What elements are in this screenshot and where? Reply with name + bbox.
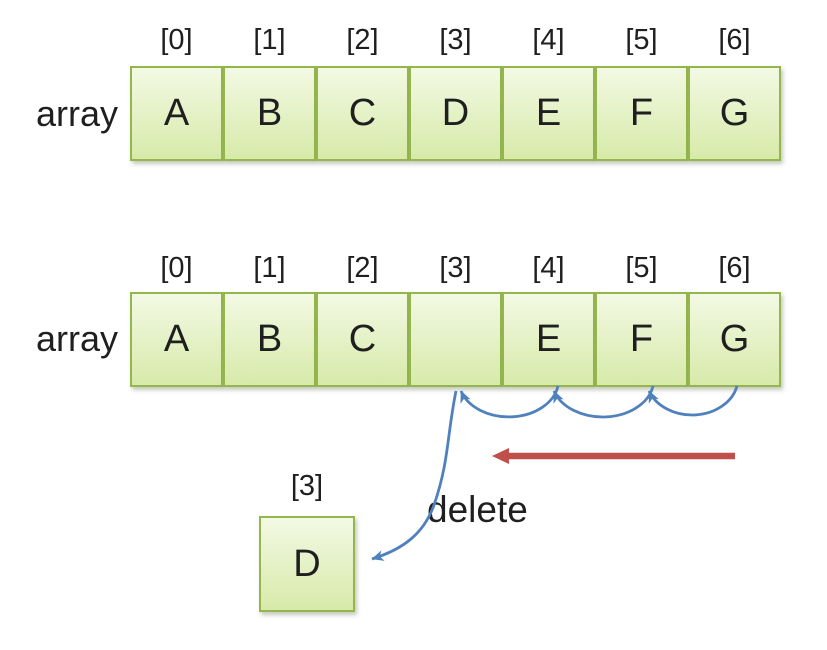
array-cell-value: C bbox=[348, 92, 377, 134]
index-label: [3] bbox=[439, 252, 472, 284]
array-cell: F bbox=[595, 66, 688, 161]
array-cell: C bbox=[316, 66, 409, 161]
array-cell-value: F bbox=[629, 92, 654, 134]
index-label: [0] bbox=[160, 252, 193, 284]
array-row-before: A B C D E F G bbox=[130, 66, 781, 161]
array-cell: A bbox=[130, 292, 223, 387]
shift-arrow-g-to-f bbox=[647, 385, 739, 417]
index-label: [3] bbox=[439, 24, 472, 56]
index-label: [1] bbox=[253, 24, 286, 56]
deleted-cell-index-label: [3] bbox=[290, 470, 324, 502]
array-cell-value: D bbox=[441, 92, 470, 134]
delete-arrow bbox=[371, 390, 458, 561]
array-cell-value: E bbox=[535, 92, 562, 134]
array-cell-value: G bbox=[719, 318, 750, 360]
array-cell-value: A bbox=[163, 92, 190, 134]
shift-arrow-e-to-3 bbox=[459, 385, 560, 419]
array-cell-value: G bbox=[719, 92, 750, 134]
array-label-before: array bbox=[35, 93, 118, 134]
array-cell: B bbox=[223, 66, 316, 161]
deleted-cell: D bbox=[259, 516, 355, 612]
deleted-cell-value: D bbox=[293, 542, 321, 585]
index-label: [0] bbox=[160, 24, 193, 56]
array-cell: F bbox=[595, 292, 688, 387]
array-cell-value: E bbox=[535, 318, 562, 360]
array-cell: E bbox=[502, 292, 595, 387]
index-row-before: [0] [1] [2] [3] [4] [5] [6] bbox=[130, 24, 781, 56]
index-label: [5] bbox=[625, 252, 658, 284]
array-cell-value: B bbox=[256, 318, 283, 360]
array-cell-value: A bbox=[163, 318, 190, 360]
index-label: [5] bbox=[625, 24, 658, 56]
index-label: [6] bbox=[718, 252, 751, 284]
array-cell: C bbox=[316, 292, 409, 387]
index-label: [4] bbox=[532, 24, 565, 56]
array-cell: G bbox=[688, 292, 781, 387]
array-cell-value: C bbox=[348, 318, 377, 360]
index-label: [6] bbox=[718, 24, 751, 56]
array-cell: E bbox=[502, 66, 595, 161]
array-cell bbox=[409, 292, 502, 387]
array-cell-value: F bbox=[629, 318, 654, 360]
index-label: [2] bbox=[346, 24, 379, 56]
array-cell-value: B bbox=[256, 92, 283, 134]
shift-arrow-f-to-e bbox=[552, 385, 655, 419]
shift-direction-arrowhead bbox=[492, 448, 509, 464]
index-label: [4] bbox=[532, 252, 565, 284]
array-cell: B bbox=[223, 292, 316, 387]
index-label: [1] bbox=[253, 252, 286, 284]
index-label: [2] bbox=[346, 252, 379, 284]
array-cell: G bbox=[688, 66, 781, 161]
array-label-after: array bbox=[35, 318, 118, 359]
delete-action-label: delete bbox=[427, 489, 528, 530]
index-row-after: [0] [1] [2] [3] [4] [5] [6] bbox=[130, 252, 781, 284]
array-cell: A bbox=[130, 66, 223, 161]
array-cell: D bbox=[409, 66, 502, 161]
